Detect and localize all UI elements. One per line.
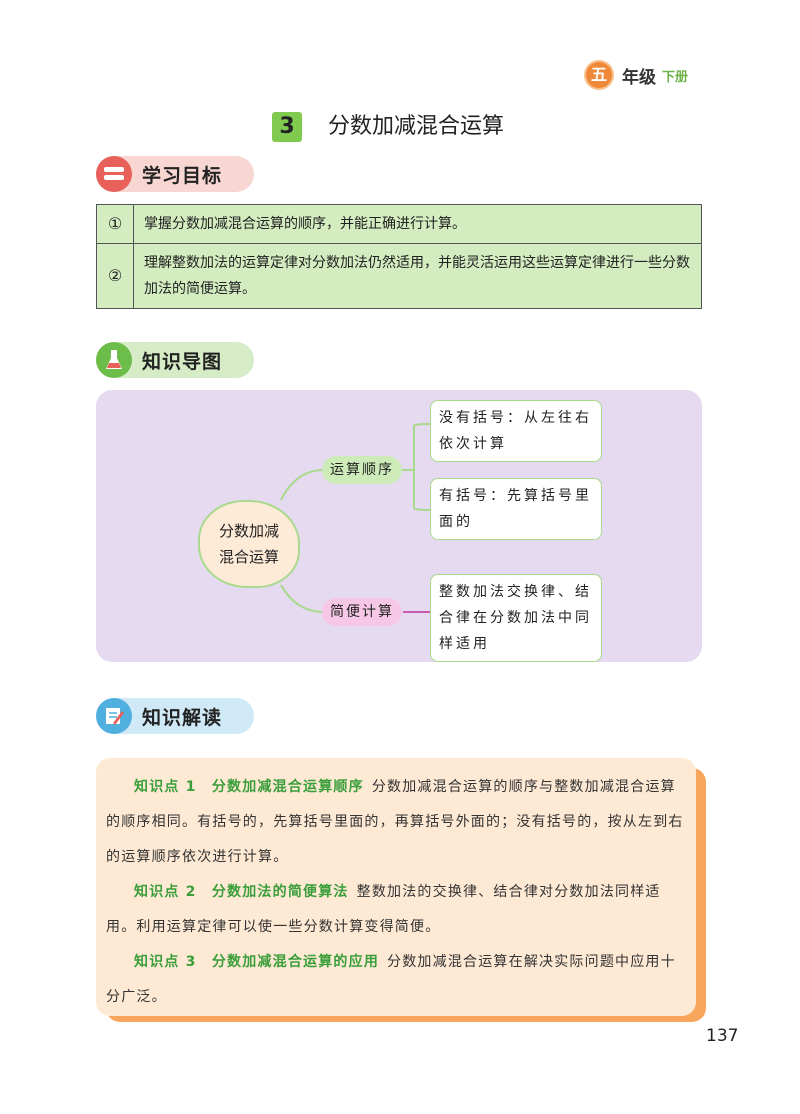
knowledge-point-text: 分数加减混合运算的顺序与整数加减混合运算的顺序相同。有括号的，先算括号里面的，再… [106, 779, 684, 865]
mindmap-branch-order: 运算顺序 [322, 456, 402, 484]
flask-icon [96, 342, 132, 378]
books-icon [96, 156, 132, 192]
knowledge-point: 知识点 2 分数加法的简便算法整数加法的交换律、结合律对分数加法同样适用。利用运… [106, 875, 690, 945]
mindmap-connectors [280, 423, 431, 613]
section-header-mindmap: 知识导图 [96, 342, 254, 378]
section-title-goals: 学习目标 [142, 164, 223, 187]
knowledge-point-text: 整数加法的交换律、结合律对分数加法同样适用。利用运算定律可以使一些分数计算变得简… [106, 884, 661, 935]
knowledge-point-title: 知识点 3 分数加减混合运算的应用 [134, 954, 380, 970]
knowledge-point: 知识点 1 分数加减混合运算顺序分数加减混合运算的顺序与整数加减混合运算的顺序相… [106, 770, 690, 875]
goal-number: ① [96, 204, 134, 244]
knowledge-content: 知识点 1 分数加减混合运算顺序分数加减混合运算的顺序与整数加减混合运算的顺序相… [106, 770, 690, 1015]
mindmap-center-node: 分数加减 混合运算 [198, 500, 300, 588]
goal-text: 理解整数加法的运算定律对分数加法仍然适用，并能灵活运用这些运算定律进行一些分数加… [133, 243, 702, 309]
mindmap-branch-simple: 简便计算 [322, 598, 402, 626]
section-number: 3 [272, 112, 302, 142]
grade-volume: 下册 [662, 69, 689, 85]
mindmap-leaf-laws: 整数加法交换律、结合律在分数加法中同样适用 [430, 574, 602, 662]
page-title: 分数加减混合运算 [328, 114, 505, 139]
section-header-knowledge: 知识解读 [96, 698, 254, 734]
table-row: ① 掌握分数加减混合运算的顺序，并能正确进行计算。 [96, 204, 702, 244]
grade-label: 年级 [622, 67, 656, 88]
knowledge-point-title: 知识点 1 分数加减混合运算顺序 [134, 779, 364, 795]
center-line-1: 分数加减 [218, 522, 279, 540]
grade-circle: 五 [586, 62, 612, 88]
knowledge-box [96, 758, 696, 1016]
notepad-pencil-icon [96, 698, 132, 734]
mindmap-leaf-brackets: 有括号：先算括号里面的 [430, 478, 602, 540]
page-number: 137 [706, 1026, 739, 1046]
goals-table: ① 掌握分数加减混合运算的顺序，并能正确进行计算。 ② 理解整数加法的运算定律对… [96, 204, 702, 309]
knowledge-point: 知识点 3 分数加减混合运算的应用分数加减混合运算在解决实际问题中应用十分广泛。 [106, 945, 690, 1015]
section-title-knowledge: 知识解读 [142, 706, 223, 729]
goal-number: ② [96, 243, 134, 309]
knowledge-point-text: 分数加减混合运算在解决实际问题中应用十分广泛。 [106, 954, 676, 1005]
knowledge-point-title: 知识点 2 分数加法的简便算法 [134, 884, 349, 900]
section-title-mindmap: 知识导图 [142, 350, 223, 373]
section-header-goals: 学习目标 [96, 156, 254, 192]
grade-badge: 五 年级 下册 [586, 62, 688, 88]
goal-text: 掌握分数加减混合运算的顺序，并能正确进行计算。 [133, 204, 702, 244]
mindmap-leaf-no-brackets: 没有括号：从左往右依次计算 [430, 400, 602, 462]
center-line-2: 混合运算 [218, 548, 279, 566]
table-row: ② 理解整数加法的运算定律对分数加法仍然适用，并能灵活运用这些运算定律进行一些分… [96, 243, 702, 309]
